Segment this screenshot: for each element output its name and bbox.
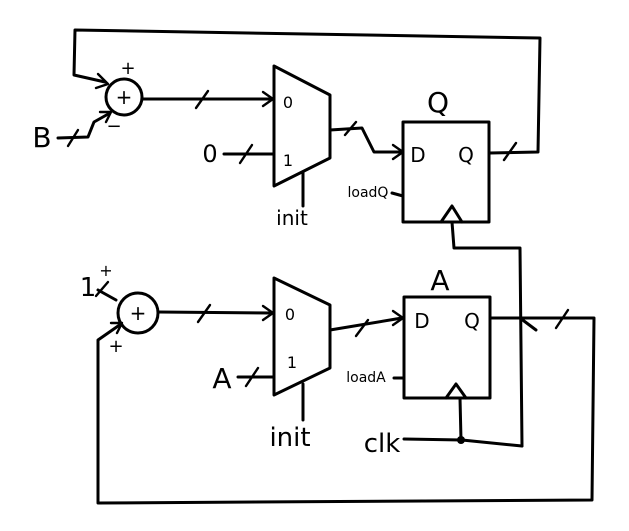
top-mux-select-label: init (276, 206, 308, 230)
bottom-load-signal: loadA (346, 370, 386, 386)
bottom-mux-select-label: init (269, 423, 310, 453)
top-mux-to-reg-wire (328, 126, 404, 154)
input-zero-slash (238, 143, 254, 165)
top-clock-triangle (439, 204, 464, 224)
input-a-label: A (212, 362, 231, 395)
top-mux-in1: 1 (283, 151, 293, 170)
top-reg-q: Q (458, 143, 474, 167)
bottom-adder-plus-top: + (99, 261, 112, 280)
top-adder-plus-input: + (120, 58, 135, 79)
top-adder-minus-input: − (106, 116, 121, 137)
bottom-feedback-wire (96, 316, 596, 505)
top-adder-sign: + (116, 85, 133, 109)
clock-wire-to-bottom-reg (458, 396, 463, 442)
bottom-adder-bus-slash (196, 303, 212, 324)
top-load-signal: loadQ (348, 185, 389, 201)
top-adder (104, 77, 144, 117)
top-register-label: Q (427, 86, 449, 119)
top-mux-bus-slash (343, 120, 358, 137)
top-reg-q-slash (502, 141, 518, 162)
input-b-slash (66, 128, 80, 148)
top-register (401, 120, 491, 224)
input-zero-label: 0 (202, 140, 217, 168)
top-load-wire (390, 191, 405, 198)
top-mux-in0: 0 (283, 93, 293, 112)
bottom-reg-q: Q (464, 309, 480, 333)
clock-label: clk (364, 429, 401, 459)
bottom-q-to-right-wire (518, 316, 538, 332)
bottom-mux-in1: 1 (287, 353, 297, 372)
bottom-adder-sign: + (130, 301, 147, 325)
bottom-mux (272, 276, 332, 397)
input-one-slash (94, 280, 110, 298)
top-reg-d: D (410, 143, 425, 167)
bottom-mux-bus-slash (354, 318, 370, 338)
input-b-wire (56, 111, 112, 140)
bottom-adder-plus-bottom: + (108, 336, 123, 357)
bottom-feedback-arrow (109, 321, 124, 335)
input-one-label: 1 (80, 273, 97, 303)
bottom-clock-triangle (444, 382, 468, 400)
input-a-slash (244, 366, 260, 388)
bottom-register-label: A (430, 264, 449, 297)
top-adder-bus-slash (194, 89, 210, 110)
bottom-reg-d: D (414, 309, 429, 333)
top-mux (272, 64, 332, 188)
clock-wire-top (450, 220, 524, 448)
bottom-q-slash (554, 308, 570, 330)
clock-junction (457, 436, 465, 444)
input-b-label: B (32, 121, 51, 154)
top-feedback-wire (72, 28, 542, 155)
bottom-adder-to-mux-wire (156, 310, 274, 315)
top-feedback-arrow (94, 72, 110, 90)
input-b-arrow (98, 110, 113, 124)
bottom-mux-in0: 0 (285, 305, 295, 324)
